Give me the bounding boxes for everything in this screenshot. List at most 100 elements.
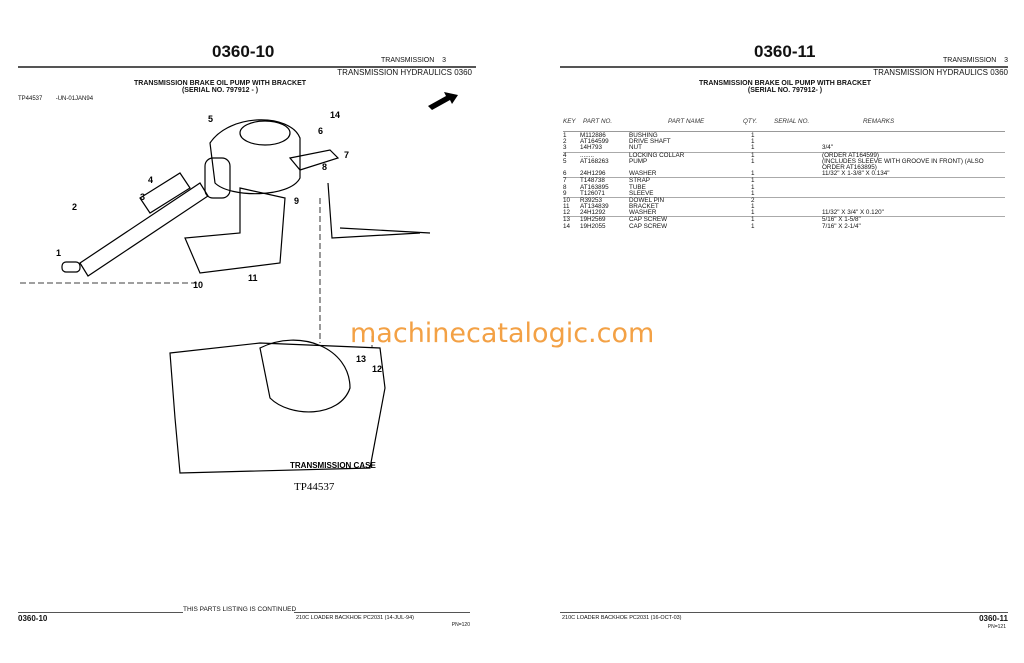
cell-key: 5 bbox=[563, 157, 567, 165]
cell-name: CAP SCREW bbox=[629, 222, 668, 230]
footer-rule-left bbox=[18, 612, 183, 613]
cell-key: 6 bbox=[563, 170, 567, 178]
callout-8: 8 bbox=[322, 162, 327, 172]
cell-key: 4 bbox=[563, 151, 567, 159]
cell-remarks: 5/16" X 1-5/8" bbox=[822, 216, 861, 224]
callout-13: 13 bbox=[356, 354, 366, 364]
callout-4: 4 bbox=[148, 175, 153, 185]
cell-part-no: AT168263 bbox=[580, 157, 609, 165]
cell-key: 3 bbox=[563, 144, 567, 152]
cell-qty: 1 bbox=[751, 216, 755, 224]
cell-name: BUSHING bbox=[629, 132, 658, 139]
section-name: TRANSMISSION bbox=[381, 57, 435, 64]
cell-key: 2 bbox=[563, 138, 567, 146]
cell-qty: 1 bbox=[751, 177, 755, 185]
cell-part-no: AT164599 bbox=[580, 138, 609, 146]
cell-part-no: ........ bbox=[580, 151, 594, 159]
table-row: 12 24H1292 WASHER 1 11/32" X 3/4" X 0.120" bbox=[563, 209, 1005, 218]
heading-text: TRANSMISSION BRAKE OIL PUMP WITH BRACKET bbox=[133, 80, 307, 87]
cell-key: 1 bbox=[563, 132, 567, 139]
cell-name: SLEEVE bbox=[629, 189, 654, 197]
footer-page-number-right: 0360-11 bbox=[979, 614, 1008, 623]
header-rule-right bbox=[560, 66, 1008, 68]
section-number: 3 bbox=[442, 57, 446, 64]
cell-qty: 1 bbox=[751, 132, 755, 139]
callout-12: 12 bbox=[372, 364, 382, 374]
footer-rule-r bbox=[560, 612, 1008, 613]
watermark: machinecatalogic.com bbox=[350, 318, 655, 349]
cell-key: 12 bbox=[563, 209, 571, 217]
col-key: KEY bbox=[563, 118, 576, 125]
cell-remarks: (ORDER AT164599) bbox=[822, 151, 879, 159]
cell-qty: 1 bbox=[751, 170, 755, 178]
page-number-title-right: 0360-11 bbox=[754, 42, 816, 61]
cell-name: CAP SCREW bbox=[629, 216, 668, 224]
cell-part-no: 19H2055 bbox=[580, 222, 606, 230]
table-row: 8 AT163895 TUBE 1 bbox=[563, 183, 1005, 191]
cell-key: 7 bbox=[563, 177, 567, 185]
cell-part-no: T126071 bbox=[580, 189, 605, 197]
serial-text: (SERIAL NO. 797912 - ) bbox=[181, 87, 259, 94]
group-label-right: TRANSMISSION HYDRAULICS 0360 bbox=[873, 68, 1008, 77]
cell-name: LOCKING COLLAR bbox=[629, 151, 685, 159]
cell-key: 9 bbox=[563, 189, 567, 197]
cell-remarks: 3/4" bbox=[822, 144, 833, 152]
figure-ref: TP44537 -UN-01JAN94 bbox=[18, 96, 93, 102]
callout-3: 3 bbox=[140, 192, 145, 202]
cell-qty: 1 bbox=[751, 209, 755, 217]
section-name: TRANSMISSION bbox=[943, 57, 997, 64]
callout-7: 7 bbox=[344, 150, 349, 160]
page-number-title: 0360-10 bbox=[212, 42, 275, 61]
cell-qty: 1 bbox=[751, 203, 755, 211]
cell-key: 13 bbox=[563, 216, 571, 224]
cell-remarks: 11/32" X 3/4" X 0.120" bbox=[822, 209, 884, 217]
cell-qty: 1 bbox=[751, 189, 755, 197]
case-label: TRANSMISSION CASE bbox=[290, 461, 376, 470]
table-header: KEY PART NO. PART NAME QTY. SERIAL NO. R… bbox=[563, 118, 1005, 131]
heading: TRANSMISSION BRAKE OIL PUMP WITH BRACKET… bbox=[120, 80, 320, 94]
callout-11: 11 bbox=[248, 273, 258, 283]
cell-name: WASHER bbox=[629, 170, 657, 178]
cell-part-no: T148738 bbox=[580, 177, 605, 185]
section-label: TRANSMISSION 3 bbox=[381, 57, 446, 64]
cell-part-no: M112886 bbox=[580, 132, 606, 139]
cell-qty: 1 bbox=[751, 222, 755, 230]
callout-5: 5 bbox=[208, 114, 213, 124]
col-part-no: PART NO. bbox=[583, 118, 613, 125]
callout-2: 2 bbox=[72, 202, 77, 212]
group-label: TRANSMISSION HYDRAULICS 0360 bbox=[337, 68, 472, 77]
cell-name: TUBE bbox=[629, 183, 646, 191]
col-qty: QTY. bbox=[743, 118, 758, 125]
cell-name: DOWEL PIN bbox=[629, 196, 665, 204]
cell-part-no: AT134839 bbox=[580, 203, 609, 211]
callout-14: 14 bbox=[330, 110, 340, 120]
cell-remarks: 11/32" X 1-3/8" X 0.134" bbox=[822, 170, 890, 178]
cell-key: 8 bbox=[563, 183, 567, 191]
cell-part-no: 24H1292 bbox=[580, 209, 606, 217]
cell-key: 10 bbox=[563, 196, 571, 204]
header-rule bbox=[18, 66, 476, 68]
cell-key: 14 bbox=[563, 222, 571, 230]
parts-table: KEY PART NO. PART NAME QTY. SERIAL NO. R… bbox=[563, 118, 1005, 230]
figure-date: -UN-01JAN94 bbox=[55, 96, 94, 102]
cell-part-no: 19H2569 bbox=[580, 216, 606, 224]
cell-qty: 1 bbox=[751, 183, 755, 191]
cell-part-no: AT163895 bbox=[580, 183, 609, 191]
table-row: 11 AT134839 BRACKET 1 bbox=[563, 203, 1005, 211]
cell-name: STRAP bbox=[629, 177, 650, 185]
callout-1: 1 bbox=[56, 248, 61, 258]
cell-name: WASHER bbox=[629, 209, 657, 217]
callout-6: 6 bbox=[318, 126, 323, 136]
figure-ref-id: TP44537 bbox=[18, 96, 43, 102]
cell-key: 11 bbox=[563, 203, 570, 211]
cell-part-no: R39253 bbox=[580, 196, 603, 204]
cell-name: BRACKET bbox=[629, 203, 659, 211]
exploded-diagram: 1 2 3 4 5 6 7 8 9 10 11 12 13 14 TRANSMI… bbox=[20, 92, 458, 493]
direction-arrow-icon bbox=[428, 92, 458, 110]
col-part-name: PART NAME bbox=[668, 118, 705, 125]
cell-remarks: 7/16" X 2-1/4" bbox=[822, 222, 861, 230]
